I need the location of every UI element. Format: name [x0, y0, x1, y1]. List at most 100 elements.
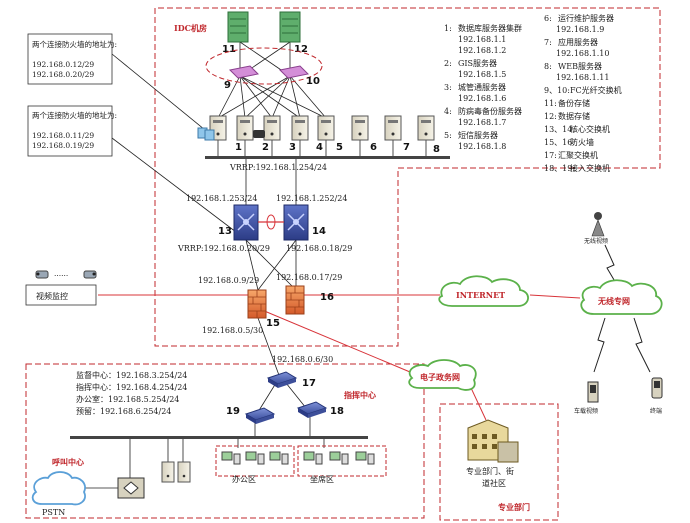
legend-item-name: 应用服务器 — [558, 37, 598, 47]
terminal-label: 终端 — [650, 407, 662, 415]
egov-label: 电子政务网 — [420, 372, 460, 382]
ip-core14-bottom: 192.168.0.17/29 — [276, 273, 342, 282]
backup-storage-icon — [227, 11, 249, 43]
legend-item-number: 2: — [444, 59, 452, 68]
fc-number-10: 10 — [306, 76, 320, 87]
command-center-zone — [25, 363, 425, 519]
office-label: 办公区 — [232, 474, 256, 484]
ip-core14-top: 192.168.1.252/24 — [276, 194, 347, 203]
command-title: 指挥中心 — [344, 390, 376, 400]
wireless-links — [593, 244, 651, 373]
video-label: 视频监控 — [36, 291, 68, 301]
legend-item-ip: 192.168.1.1 — [458, 35, 506, 44]
video-box — [25, 284, 97, 306]
fc-switch-icon — [228, 65, 310, 79]
server-icon — [263, 115, 281, 141]
ip-core13-top: 192.168.1.253/24 — [186, 194, 257, 203]
core-switch-13-icon — [233, 204, 259, 241]
vrrp-bottom-left: VRRP:192.168.0.20/29 — [177, 244, 270, 253]
idc-zone — [154, 7, 661, 347]
firewall-16-icon — [285, 285, 305, 315]
note-box-1: 两个连接防火墙的地址为: 192.168.0.12/29 192.168.0.2… — [27, 33, 117, 85]
note1-line2: 192.168.0.20/29 — [32, 70, 94, 79]
legend-item-name: 防火墙 — [570, 137, 594, 147]
legend-item-ip: 192.168.1.2 — [458, 46, 506, 55]
server-number-2: 2 — [262, 142, 269, 153]
legend-item-number: 3: — [444, 83, 452, 92]
sw-number-17: 17 — [302, 378, 316, 389]
core-number-14: 14 — [312, 226, 326, 237]
data-storage-icon — [279, 11, 301, 43]
legend-item-ip: 192.168.1.8 — [458, 142, 506, 151]
disk-icon — [253, 130, 265, 138]
legend-item-number: 4: — [444, 107, 452, 116]
note2-line1: 192.168.0.11/29 — [32, 131, 94, 140]
legend-item-number: 1: — [444, 24, 452, 33]
terminal-icon — [651, 377, 663, 399]
firewall-15-icon — [247, 289, 267, 319]
cluster-node-icon — [197, 127, 215, 141]
car-video-label: 车载视频 — [574, 407, 598, 415]
pc-icon — [303, 451, 375, 465]
legend-item-number: 7: — [544, 38, 552, 47]
wireless-cloud-icon — [580, 279, 663, 315]
legend-item-number: 6: — [544, 14, 552, 23]
legend-item-number: 5: — [444, 131, 452, 140]
idc-title: IDC机房 — [174, 23, 207, 33]
legend-item-number: 9、10: — [544, 86, 570, 95]
wireless-cloud-label: 无线专网 — [597, 296, 630, 306]
server-icon — [236, 115, 254, 141]
server-icon — [317, 115, 335, 141]
subnet-2: 指挥中心：192.168.4.254/24 — [76, 382, 187, 392]
server-icon — [417, 115, 435, 141]
legend-item-ip: 192.168.1.11 — [556, 73, 609, 82]
idc-legend: 1:数据库服务器集群192.168.1.1192.168.1.22:GIS服务器… — [444, 23, 522, 151]
subnet-3: 办公室：192.168.5.254/24 — [76, 394, 179, 404]
legend-item-number: 8: — [544, 62, 552, 71]
legend-item-number: 18、19: — [544, 164, 575, 173]
sw-number-19: 19 — [226, 406, 240, 417]
internet-cloud-icon — [438, 275, 529, 307]
legend-item-ip: 192.168.1.6 — [458, 94, 506, 103]
red-links — [98, 294, 581, 421]
server-bus — [205, 156, 450, 159]
legend-item-name: FC光纤交换机 — [570, 85, 622, 95]
ip-core13-bottom: 192.168.0.9/29 — [198, 276, 259, 285]
server-number-3: 3 — [289, 142, 296, 153]
ip-fw15-bottom: 192.168.0.5/30 — [202, 326, 263, 335]
vrrp-top-label: VRRP:192.168.1.254/24 — [229, 163, 327, 172]
legend-item-name: 数据库服务器集群 — [458, 23, 522, 33]
switch-19-icon — [244, 407, 276, 424]
connections — [82, 41, 427, 489]
note1-title: 两个连接防火墙的地址为: — [32, 39, 117, 49]
note2-title: 两个连接防火墙的地址为: — [32, 110, 117, 120]
call-server-icon — [161, 461, 191, 483]
dept-building-line2: 道社区 — [482, 478, 506, 488]
pstn-label: PSTN — [42, 508, 65, 517]
camera-icon — [35, 270, 97, 279]
legend-item-number: 13、14: — [544, 125, 575, 134]
legend-item-ip: 192.168.1.10 — [556, 49, 609, 58]
legend-item-number: 17: — [544, 151, 557, 160]
fw-number-16: 16 — [320, 292, 334, 303]
legend-item-name: 核心交换机 — [570, 124, 610, 134]
legend-item-name: 防病毒备份服务器 — [458, 106, 522, 116]
server-number-5: 5 — [336, 142, 343, 153]
server-number-8: 8 — [433, 144, 440, 155]
tower-label: 无线视频 — [584, 237, 608, 245]
legend-item-name: 运行维护服务器 — [558, 13, 614, 23]
legend-item-name: WEB服务器 — [558, 61, 602, 71]
server-numbers: 1 2 3 4 5 6 7 8 — [235, 142, 440, 155]
legend-item-ip: 192.168.1.5 — [458, 70, 506, 79]
note1-line1: 192.168.0.12/29 — [32, 60, 94, 69]
legend-item-name: 接入交换机 — [570, 163, 610, 173]
storage-number-11: 11 — [222, 44, 236, 55]
server-number-7: 7 — [403, 142, 410, 153]
ip-sw17: 192.168.0.6/30 — [272, 355, 333, 364]
egov-cloud-icon — [408, 359, 477, 391]
note2-line2: 192.168.0.19/29 — [32, 141, 94, 150]
subnet-1: 监督中心：192.168.3.254/24 — [76, 370, 187, 380]
note-box-2: 两个连接防火墙的地址为: 192.168.0.11/29 192.168.0.1… — [27, 105, 117, 157]
fw-number-15: 15 — [266, 318, 280, 329]
subnet-list: 监督中心：192.168.3.254/24 指挥中心：192.168.4.254… — [76, 370, 187, 416]
